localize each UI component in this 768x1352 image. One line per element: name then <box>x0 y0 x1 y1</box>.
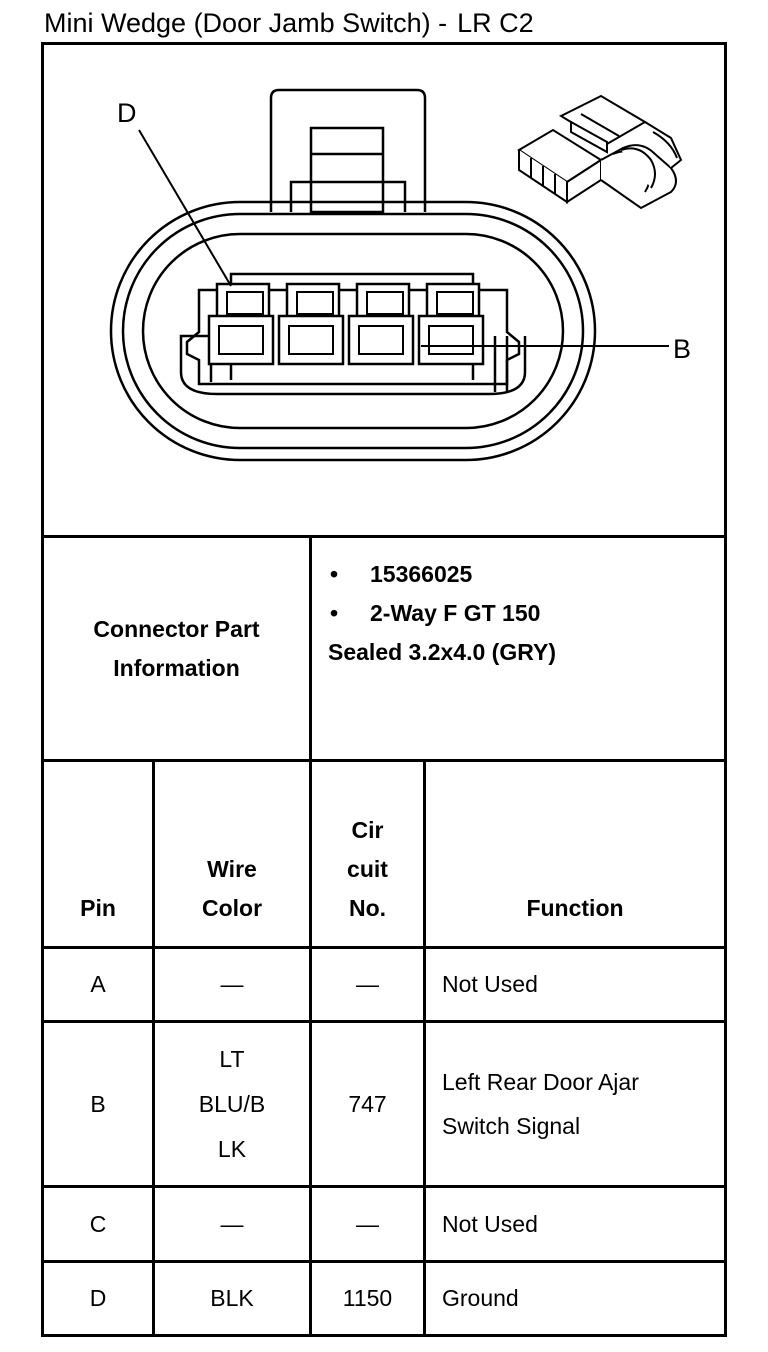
connector-3d-icon <box>517 94 683 210</box>
row-d-circuit: 1150 <box>342 1285 393 1312</box>
row-d-function: Ground <box>442 1285 519 1312</box>
part-info-continuation: Sealed 3.2x4.0 (GRY) <box>328 639 556 665</box>
divider <box>41 1185 727 1188</box>
divider <box>41 759 727 762</box>
header-pin: Pin <box>80 895 116 921</box>
connector-face-drawing <box>109 88 683 462</box>
divider <box>423 759 426 1336</box>
header-function: Function <box>526 895 624 921</box>
title-main: Mini Wedge (Door Jamb Switch) - <box>44 8 448 38</box>
pin-b-label: B <box>673 334 692 364</box>
part-info-item: •2-Way F GT 150 <box>330 600 541 626</box>
pin-d-label: D <box>117 98 137 128</box>
row-a-pin: A <box>90 971 106 998</box>
divider <box>41 1020 727 1023</box>
diagram-frame <box>41 42 727 1336</box>
row-a-wire: — <box>220 971 244 998</box>
divider <box>309 759 312 1336</box>
part-info-label: Connector Part Information <box>93 615 260 681</box>
part-info-item: •15366025 <box>330 561 473 587</box>
row-c-pin: C <box>89 1210 107 1237</box>
diagram-title: Mini Wedge (Door Jamb Switch) - LR C2 <box>44 8 534 39</box>
row-d-pin: D <box>89 1285 107 1312</box>
row-b-circuit: 747 <box>348 1090 387 1117</box>
part-info-values: •15366025 •2-Way F GT 150 Sealed 3.2x4.0… <box>328 555 556 672</box>
divider <box>41 1334 727 1337</box>
row-a-function: Not Used <box>442 971 538 998</box>
divider <box>41 535 727 538</box>
row-b-pin: B <box>90 1090 106 1117</box>
title-suffix: LR C2 <box>457 8 534 38</box>
divider <box>41 1260 727 1263</box>
divider <box>41 946 727 949</box>
divider <box>152 759 155 1336</box>
connector-diagram: D B <box>41 42 727 538</box>
row-d-wire: BLK <box>210 1285 254 1312</box>
row-c-circuit: — <box>356 1210 379 1237</box>
divider <box>309 535 312 760</box>
row-a-circuit: — <box>356 971 379 998</box>
row-c-wire: — <box>220 1210 244 1237</box>
row-c-function: Not Used <box>442 1210 538 1237</box>
